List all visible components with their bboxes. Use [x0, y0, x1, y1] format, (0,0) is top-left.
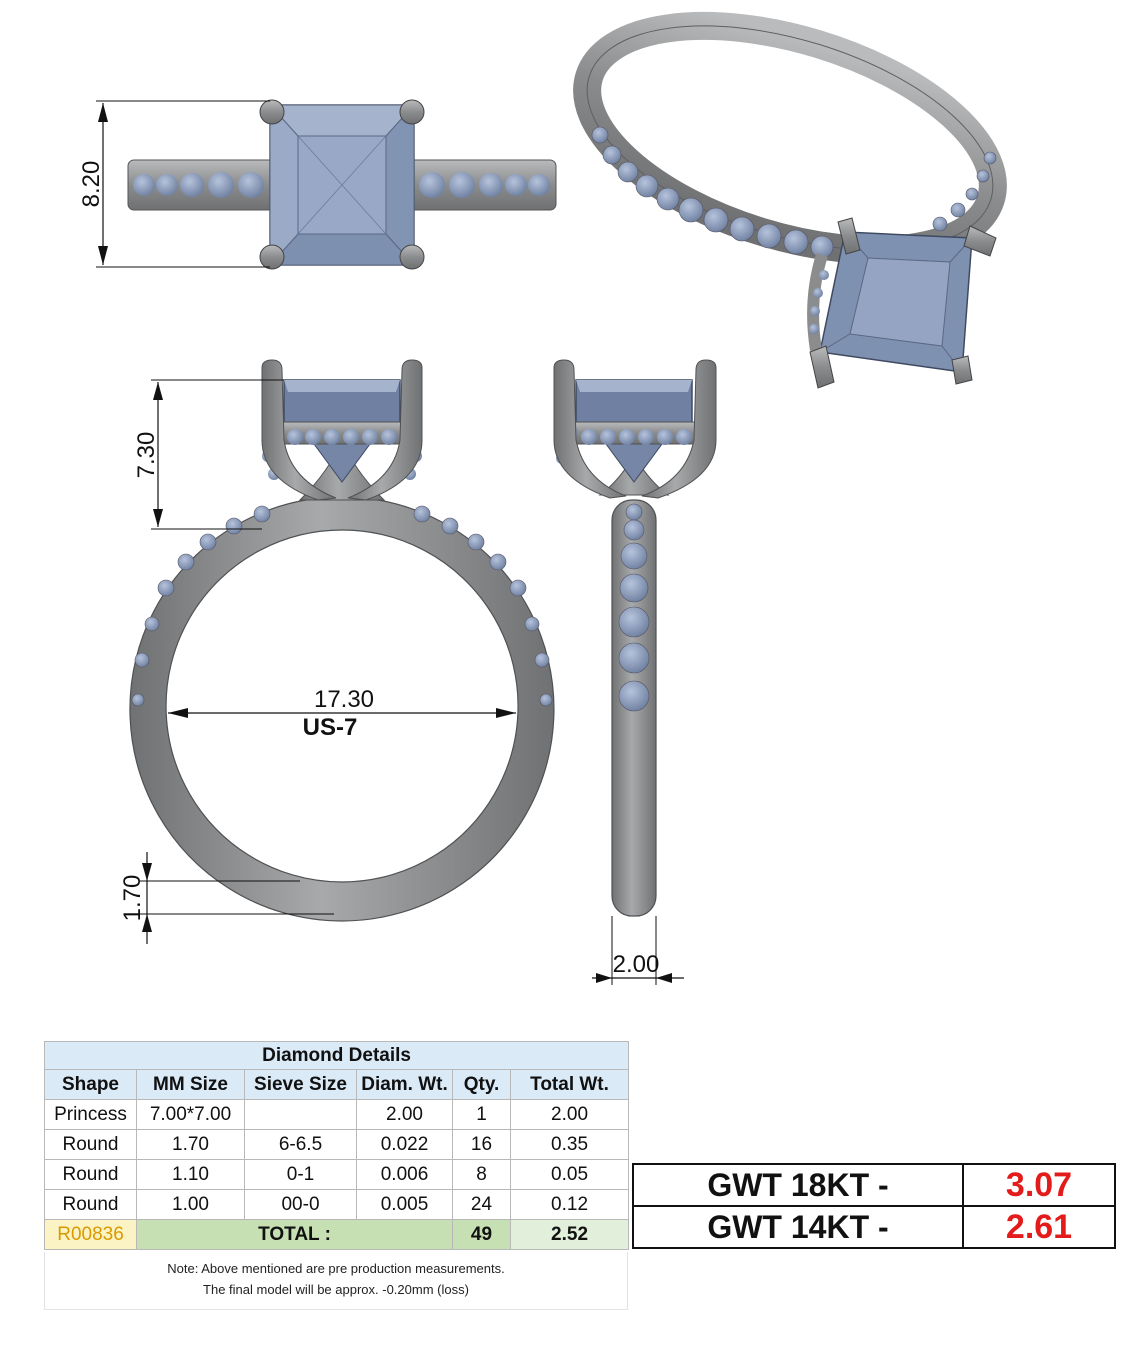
inner-diameter-dimension: 17.30 US-7 — [168, 686, 516, 741]
production-note: Note: Above mentioned are pre production… — [44, 1252, 628, 1310]
table-cell: 0-1 — [244, 1159, 357, 1190]
table-cell: 6-6.5 — [244, 1129, 357, 1160]
column-header: Sieve Size — [244, 1069, 357, 1100]
table-cell: 24 — [452, 1189, 511, 1220]
design-code: R00836 — [44, 1219, 137, 1250]
front-view: 7.30 17.30 US-7 1.70 — [119, 359, 555, 944]
front-view-head — [261, 359, 423, 501]
gross-weight-row: GWT 18KT - 3.07 — [632, 1163, 1116, 1207]
cad-drawing: 8.20 — [78, 11, 1007, 985]
table-cell: 0.12 — [509, 1189, 630, 1220]
table-cell: 0.006 — [356, 1159, 453, 1190]
gross-weight-value: 2.61 — [962, 1205, 1116, 1249]
inner-diameter-value: 17.30 — [314, 686, 374, 713]
table-cell: 7.00*7.00 — [136, 1099, 245, 1130]
band-width-dimension: 2.00 — [592, 916, 684, 985]
note-line: Note: Above mentioned are pre production… — [167, 1261, 505, 1276]
gross-weight-label: GWT 18KT - — [632, 1163, 964, 1207]
table-cell: 1.00 — [136, 1189, 245, 1220]
total-row: R00836 TOTAL : 49 2.52 — [44, 1219, 630, 1250]
perspective-side-stones — [591, 126, 997, 259]
table-cell: 16 — [452, 1129, 511, 1160]
table-cell: 1 — [452, 1099, 511, 1130]
table-cell: Princess — [44, 1099, 137, 1130]
table-row: Round 1.10 0-1 0.006 8 0.05 — [44, 1159, 630, 1190]
table-cell: 1.70 — [136, 1129, 245, 1160]
table-cell: 2.00 — [356, 1099, 453, 1130]
table-cell: Round — [44, 1129, 137, 1160]
column-header: Total Wt. — [509, 1069, 630, 1100]
band-thickness-value: 1.70 — [119, 875, 146, 922]
column-header: Shape — [44, 1069, 137, 1100]
perspective-view — [573, 11, 1007, 389]
band-width-value: 2.00 — [613, 951, 660, 978]
side-view: 2.00 — [553, 359, 717, 985]
diamond-details-title: Diamond Details — [43, 1041, 630, 1070]
column-header: Diam. Wt. — [356, 1069, 453, 1100]
gross-weight-label: GWT 14KT - — [632, 1205, 964, 1249]
gross-weight-value: 3.07 — [962, 1163, 1116, 1207]
side-view-head — [553, 359, 717, 499]
table-cell: 0.35 — [509, 1129, 630, 1160]
table-row: Round 1.00 00-0 0.005 24 0.12 — [44, 1189, 630, 1220]
diamond-details-table: Diamond Details Shape MM Size Sieve Size… — [43, 1041, 630, 1250]
table-cell: 0.022 — [356, 1129, 453, 1160]
ring-size-label: US-7 — [303, 714, 358, 741]
gross-weight-table: GWT 18KT - 3.07 GWT 14KT - 2.61 — [632, 1163, 1116, 1249]
table-cell: 00-0 — [244, 1189, 357, 1220]
table-cell: 0.005 — [356, 1189, 453, 1220]
table-cell — [244, 1099, 357, 1130]
table-row: Round 1.70 6-6.5 0.022 16 0.35 — [44, 1129, 630, 1160]
gross-weight-row: GWT 14KT - 2.61 — [632, 1205, 1116, 1249]
total-label: TOTAL : — [136, 1219, 453, 1250]
column-header: Qty. — [452, 1069, 511, 1100]
side-view-side-stones — [618, 503, 650, 712]
table-cell: 1.10 — [136, 1159, 245, 1190]
head-width-dimension: 8.20 — [78, 100, 270, 268]
table-row: Princess 7.00*7.00 2.00 1 2.00 — [44, 1099, 630, 1130]
table-cell: 0.05 — [509, 1159, 630, 1190]
front-view-side-stones — [131, 505, 553, 707]
diamond-details-title-row: Diamond Details — [43, 1041, 630, 1070]
table-cell: 8 — [452, 1159, 511, 1190]
top-view: 8.20 — [78, 99, 557, 270]
head-height-dimension: 7.30 — [133, 379, 284, 530]
column-header: MM Size — [136, 1069, 245, 1100]
note-line: The final model will be approx. -0.20mm … — [203, 1282, 469, 1297]
head-width-value: 8.20 — [78, 161, 105, 208]
top-view-prongs — [259, 99, 425, 270]
head-height-value: 7.30 — [133, 432, 160, 479]
table-cell: 2.00 — [509, 1099, 630, 1130]
band-thickness-dimension: 1.70 — [119, 852, 334, 944]
total-qty: 49 — [452, 1219, 511, 1250]
total-weight: 2.52 — [509, 1219, 630, 1250]
top-view-center-stone — [268, 103, 416, 267]
table-cell: Round — [44, 1159, 137, 1190]
perspective-prongs — [809, 217, 997, 389]
top-view-side-stones — [133, 172, 550, 198]
table-cell: Round — [44, 1189, 137, 1220]
diamond-details-header-row: Shape MM Size Sieve Size Diam. Wt. Qty. … — [44, 1069, 630, 1100]
